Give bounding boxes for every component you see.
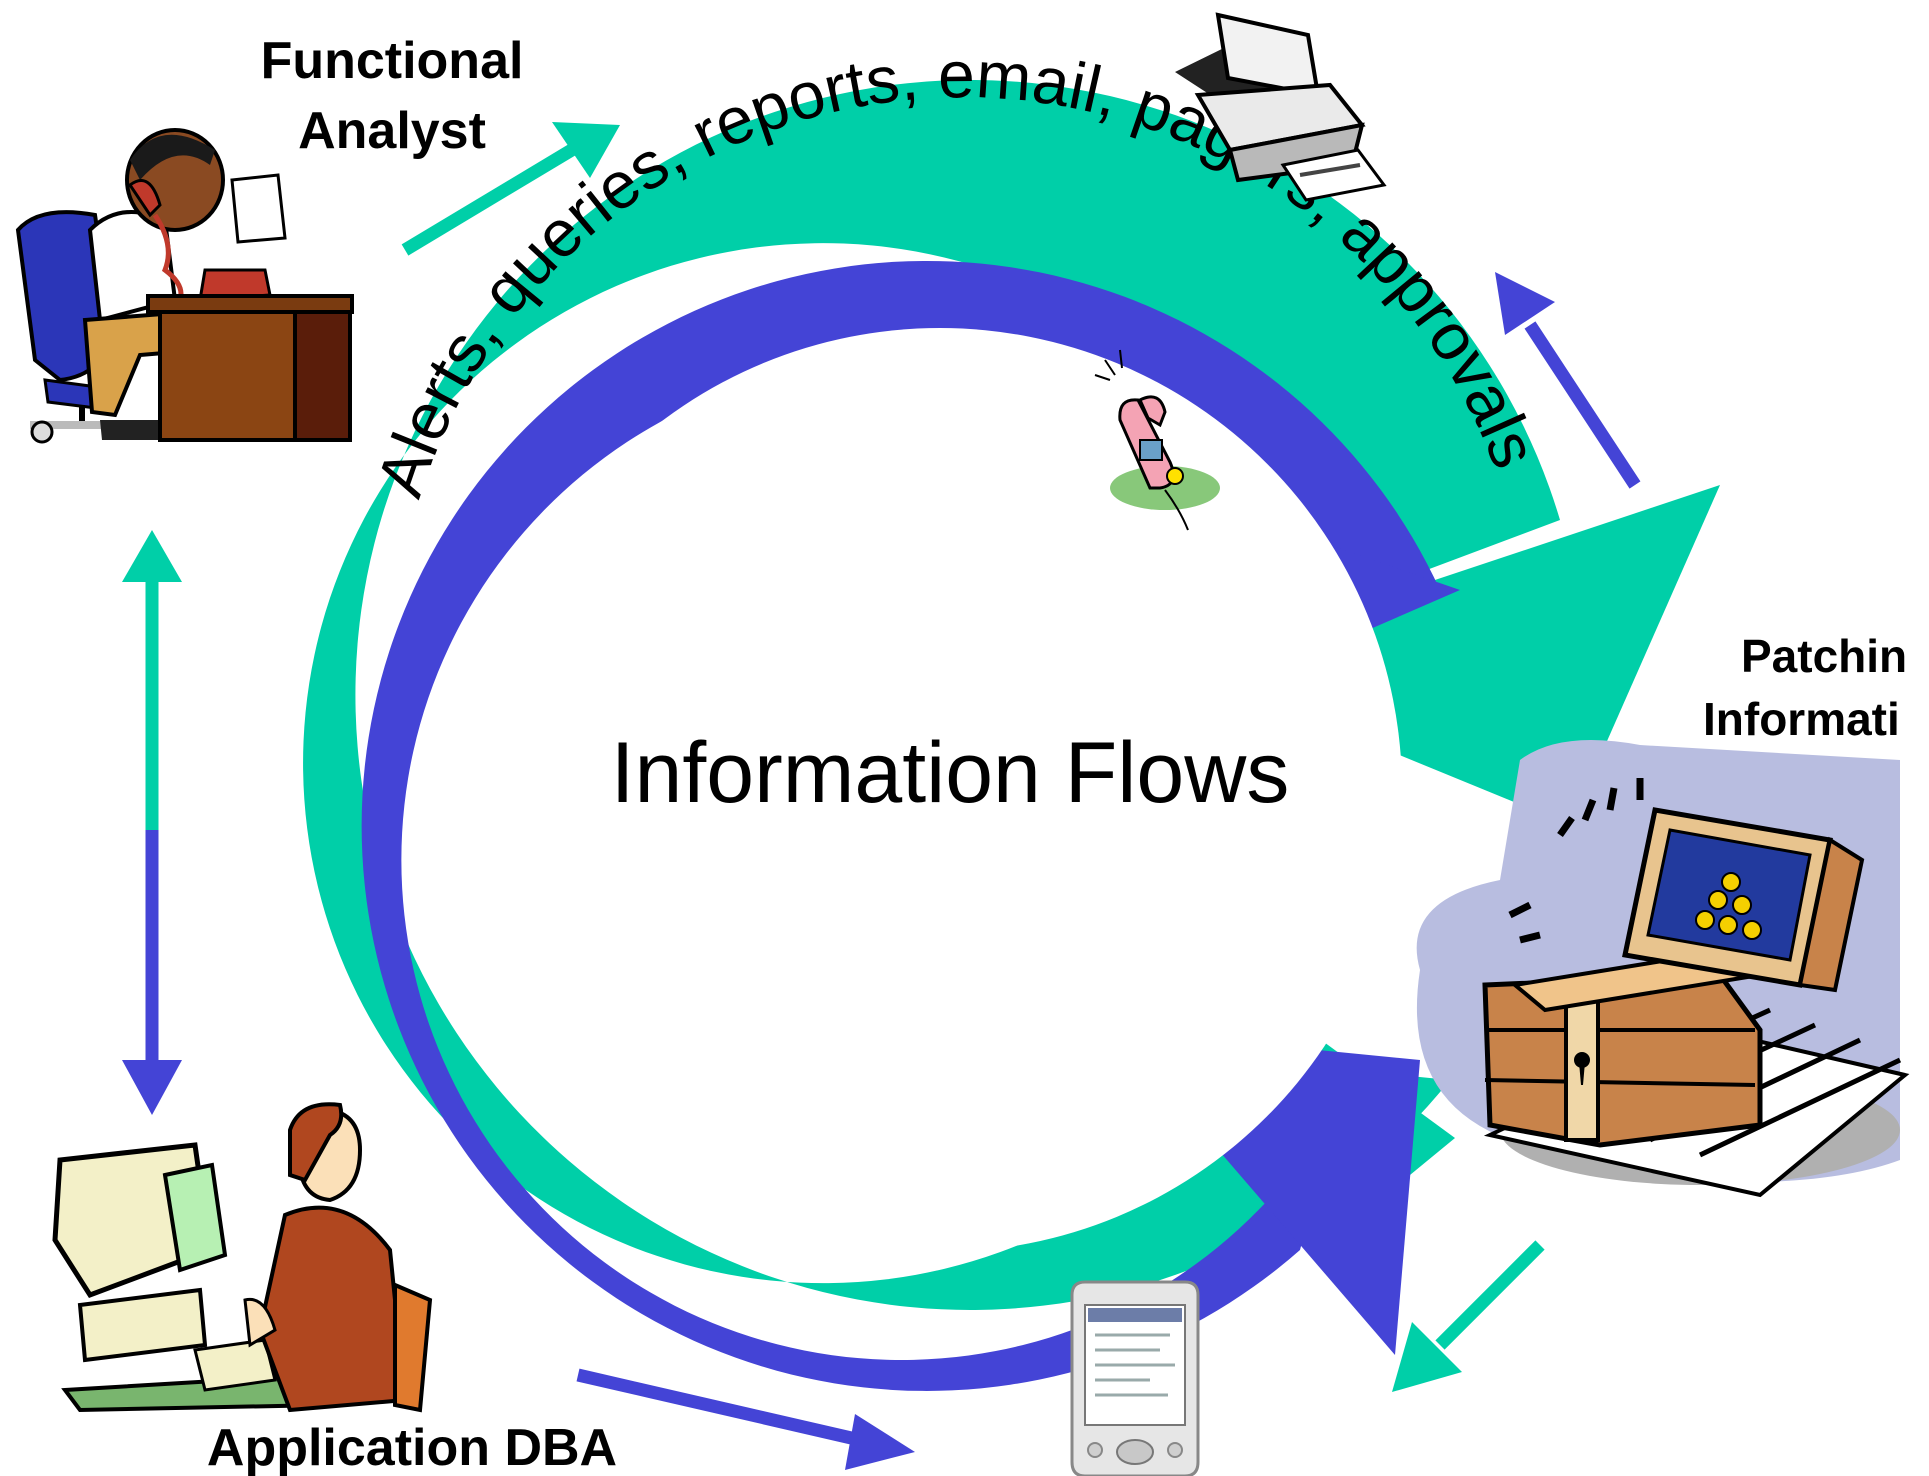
printer-icon [1175,12,1387,202]
center-title: Information Flows [611,725,1290,821]
application-dba-figure [52,1102,433,1413]
blue-arrow-down-head [122,1060,182,1115]
functional-analyst-label-line1: Functional [261,32,524,90]
patching-chest-laptop-icon [1416,740,1910,1198]
cell-phone-icon [1094,349,1220,531]
pda-icon [1070,1280,1200,1476]
application-dba-label: Application DBA [207,1419,617,1476]
teal-arrowhead [1180,485,1720,825]
teal-arrow-topleft-head [552,122,620,178]
connector-arrows [122,122,1641,1470]
cycle-arrows [303,79,1720,1391]
functional-analyst-label-line2: Analyst [298,102,486,160]
patching-label-line2: Informati [1703,693,1900,745]
patching-label-line1: Patchin [1741,630,1907,682]
blue-arrow-bottom-head [845,1414,915,1470]
teal-arrow-bottomright-head [1392,1322,1462,1392]
teal-arrow-up-head [122,530,182,582]
functional-analyst-figure [15,128,354,444]
blue-arrow-upright-head [1495,272,1555,335]
center-hole [478,328,1402,1252]
